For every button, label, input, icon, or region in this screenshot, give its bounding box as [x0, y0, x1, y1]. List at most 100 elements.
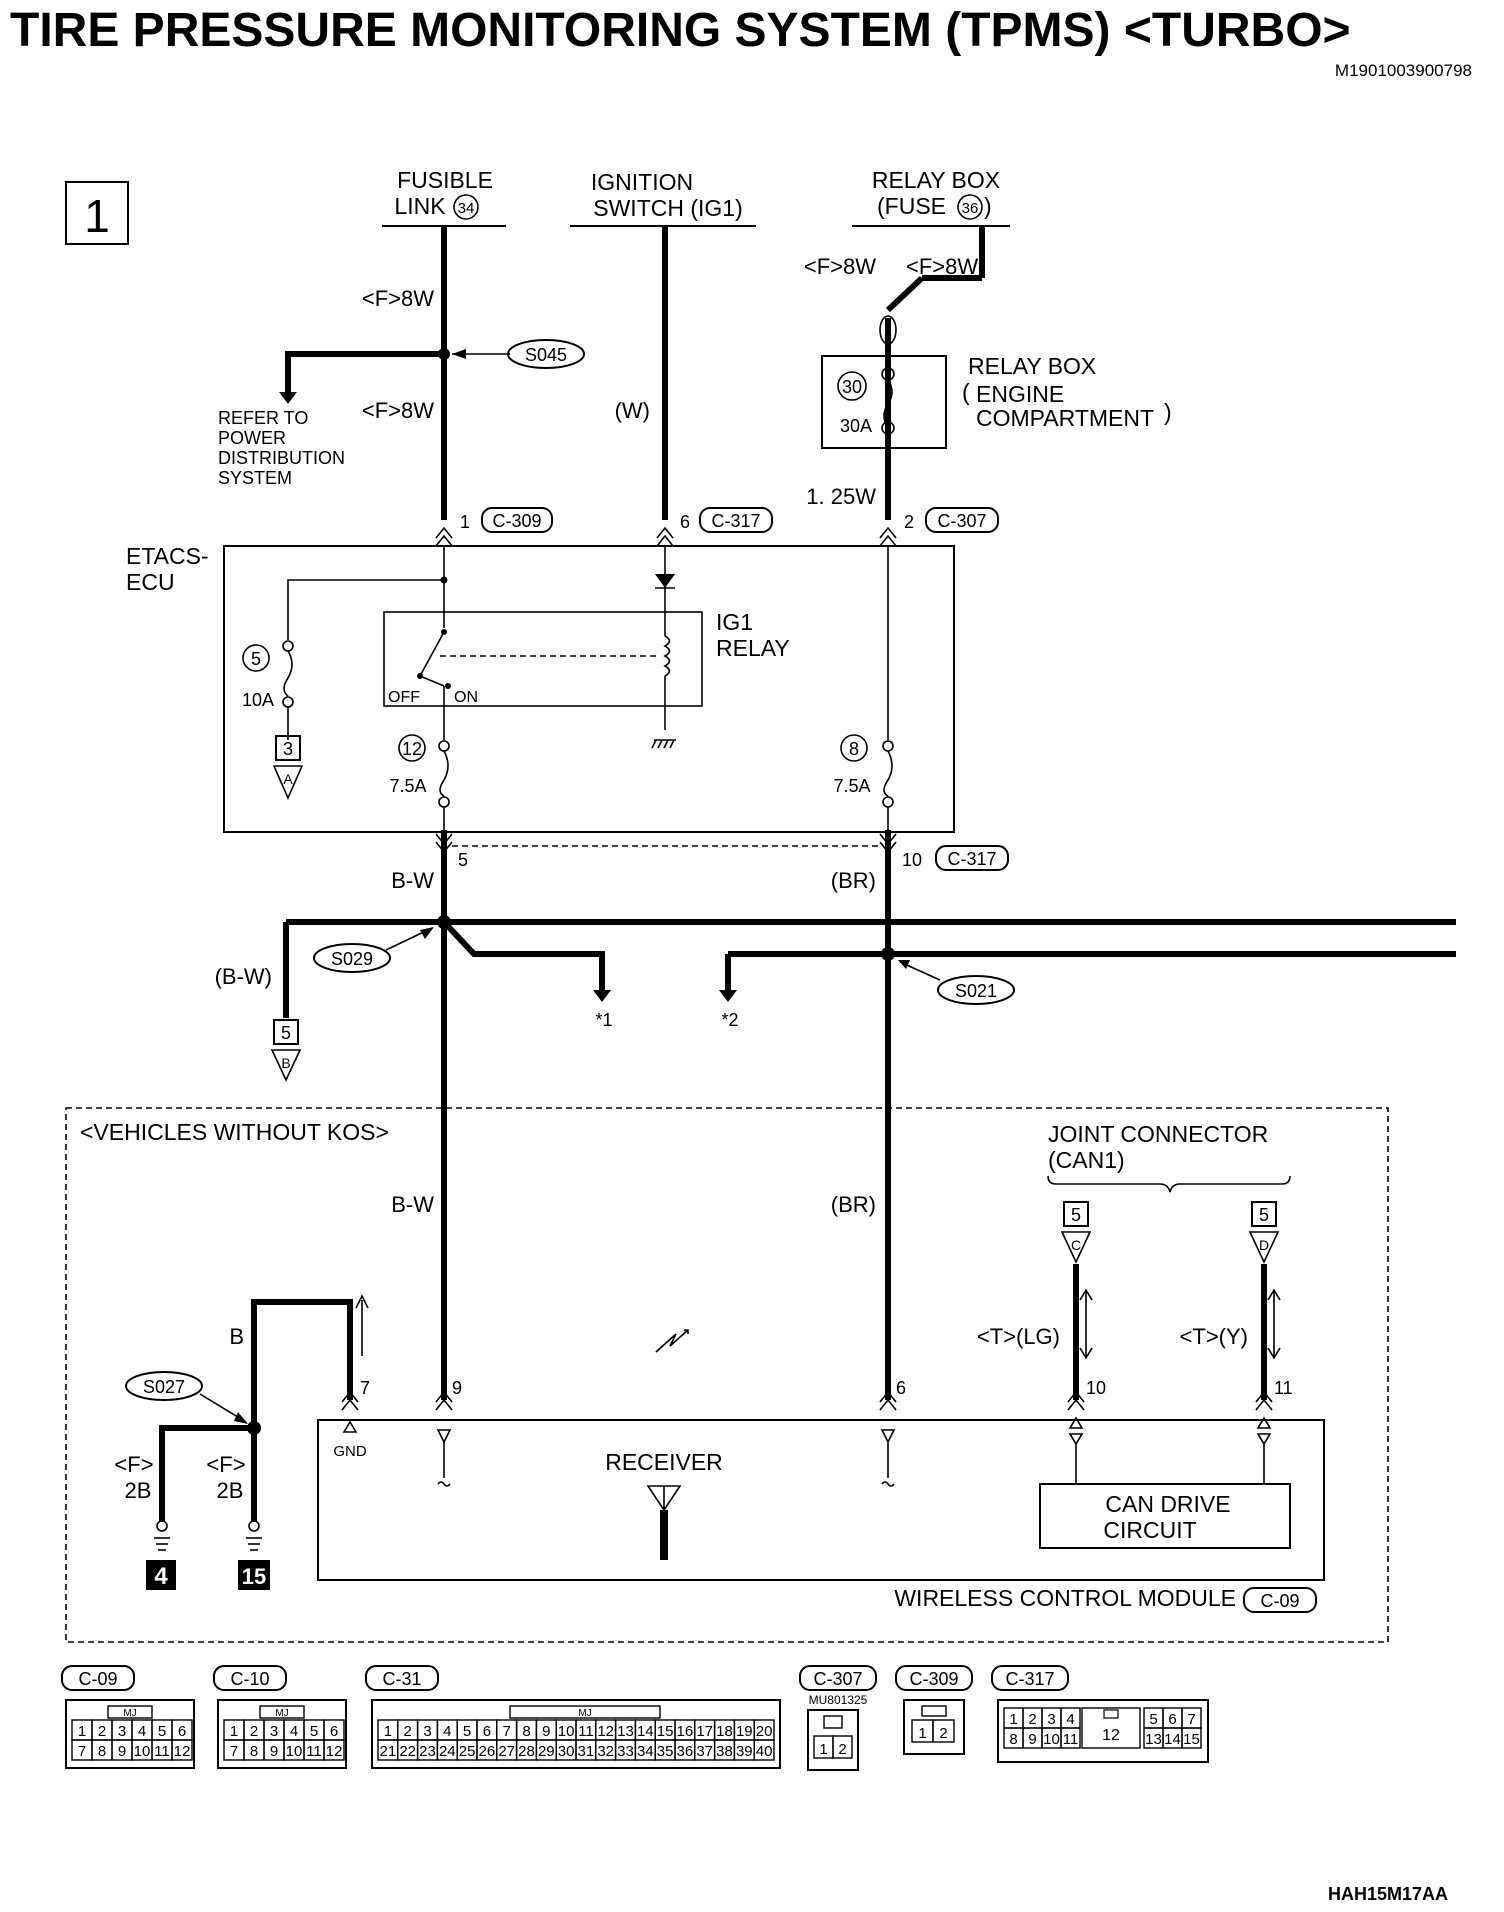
c309-pin-number: 1	[918, 1725, 926, 1742]
svg-text:CAN DRIVE: CAN DRIVE	[1105, 1491, 1230, 1517]
c309-cavity	[932, 1719, 955, 1743]
c307-pin-number: 2	[838, 1741, 846, 1758]
wire-label-bw-b: B-W	[391, 1192, 434, 1217]
c309-label: C-309	[909, 1669, 958, 1689]
svg-text:1: 1	[460, 512, 470, 532]
c31-pin-number: 9	[542, 1723, 550, 1740]
c09-label: C-09	[78, 1669, 117, 1689]
wire-label-f2b-b2: 2B	[217, 1478, 244, 1503]
c10-pin-number: 3	[270, 1723, 278, 1740]
c31-pin-number: 38	[716, 1743, 733, 1760]
wire-label-f2b-a1: <F>	[114, 1452, 153, 1477]
svg-text:IGNITION: IGNITION	[591, 169, 693, 195]
svg-text:DISTRIBUTION: DISTRIBUTION	[218, 448, 345, 468]
svg-text:5: 5	[1259, 1205, 1269, 1225]
c10-pin-number: 8	[250, 1743, 258, 1760]
signal-up-arrow	[355, 1294, 369, 1356]
c09-pin-number: 2	[98, 1723, 106, 1740]
c31-pin-number: 26	[479, 1743, 496, 1760]
c31-pin-number: 1	[384, 1723, 392, 1740]
svg-text:5: 5	[1071, 1205, 1081, 1225]
c317-left-pin-number: 4	[1066, 1711, 1074, 1728]
c317-left-pin-number: 9	[1028, 1731, 1036, 1748]
c31-pin-number: 29	[538, 1743, 555, 1760]
c31-latch	[509, 1705, 661, 1719]
c317-label: C-317	[1005, 1669, 1054, 1689]
svg-text:5: 5	[281, 1023, 291, 1043]
svg-text:RECEIVER: RECEIVER	[605, 1449, 723, 1475]
svg-text:5: 5	[251, 649, 261, 669]
svg-text:S027: S027	[143, 1377, 185, 1397]
c317-housing	[997, 1699, 1209, 1763]
c317-right-cavity	[1181, 1727, 1202, 1749]
c317-left-pin-number: 2	[1028, 1711, 1036, 1728]
joint-connector: JOINT CONNECTOR (CAN1) 5 C 5 D	[1047, 1121, 1291, 1360]
svg-text:(CAN1): (CAN1)	[1048, 1147, 1125, 1173]
wire-label-bw-paren: (B-W)	[215, 964, 272, 989]
c10-label: C-10	[230, 1669, 269, 1689]
c31-pin-number: 15	[657, 1723, 674, 1740]
svg-text:IG1: IG1	[716, 609, 753, 635]
svg-text:34: 34	[458, 200, 475, 217]
svg-text:POWER: POWER	[218, 428, 286, 448]
wireless-signal-icon	[655, 1329, 689, 1353]
svg-text:6: 6	[896, 1378, 906, 1398]
splice-s027: S027	[125, 1371, 248, 1424]
c31-pin-number: 8	[522, 1723, 530, 1740]
svg-text:7.5A: 7.5A	[389, 776, 426, 796]
c09-pin-number: 3	[118, 1723, 126, 1740]
fusible-link-label: FUSIBLE LINK 34	[382, 167, 506, 227]
svg-text:3: 3	[283, 739, 293, 759]
splice-dot-s027	[247, 1421, 261, 1435]
svg-text:30A: 30A	[840, 416, 872, 436]
c31-pin-number: 21	[380, 1743, 397, 1760]
c307-label: C-307	[813, 1669, 862, 1689]
c31-housing	[371, 1699, 781, 1769]
c307-pin-number: 1	[819, 1741, 827, 1758]
c309-housing	[903, 1699, 965, 1755]
c317-pin-number: 12	[1102, 1727, 1120, 1744]
c31-pin-number: 23	[419, 1743, 436, 1760]
c309-latch	[921, 1705, 947, 1717]
c31-label: C-31	[382, 1669, 421, 1689]
c10-pin-number: 5	[310, 1723, 318, 1740]
c10-cavity	[323, 1739, 345, 1761]
svg-text:A: A	[283, 771, 293, 787]
c10-pin-number: 9	[270, 1743, 278, 1760]
c317-center-cavity	[1081, 1707, 1141, 1749]
c31-pin-number: 28	[518, 1743, 535, 1760]
c09-pin-number: 10	[134, 1743, 151, 1760]
c09-pin-number: 5	[158, 1723, 166, 1740]
wire-label-w: (W)	[615, 398, 650, 423]
relay-box-fuse-label: RELAY BOX (FUSE 36 )	[852, 167, 1010, 227]
c31-pin-number: 5	[463, 1723, 471, 1740]
document-id: M1901003900798	[1335, 61, 1472, 80]
c31-pin-number: 32	[597, 1743, 614, 1760]
c09-pin-number: 11	[154, 1743, 170, 1760]
c317-right-pin-number: 6	[1168, 1711, 1176, 1728]
c317-left-cavity	[1060, 1727, 1081, 1749]
c09-pin-number: 4	[138, 1723, 146, 1740]
c10-pin-number: 1	[230, 1723, 238, 1740]
c307-label-box	[799, 1665, 877, 1691]
c31-pin-number: 30	[558, 1743, 575, 1760]
svg-text:FUSIBLE: FUSIBLE	[397, 167, 493, 193]
wire-label-f8w-b: <F>8W	[362, 398, 434, 423]
svg-text:36: 36	[962, 200, 979, 217]
svg-text:7.5A: 7.5A	[833, 776, 870, 796]
svg-text:RELAY: RELAY	[716, 635, 790, 661]
ground-4: 4	[146, 1520, 176, 1590]
footer-code: HAH15M17AA	[1328, 1884, 1448, 1904]
c31-pin-number: 31	[578, 1743, 595, 1760]
c317-right-pin-number: 7	[1187, 1711, 1195, 1728]
c31-cavity	[753, 1739, 775, 1761]
c10-pin-number: 12	[326, 1743, 343, 1760]
c09-pin-number: 8	[98, 1743, 106, 1760]
wire-label-b: B	[229, 1324, 244, 1349]
c10-pin-number: 7	[230, 1743, 238, 1760]
c10-pin-number: 11	[306, 1743, 322, 1760]
vehicles-without-kos-region	[65, 1107, 1389, 1643]
svg-text:C-309: C-309	[492, 511, 541, 531]
wire-label-f8w-a: <F>8W	[362, 286, 434, 311]
